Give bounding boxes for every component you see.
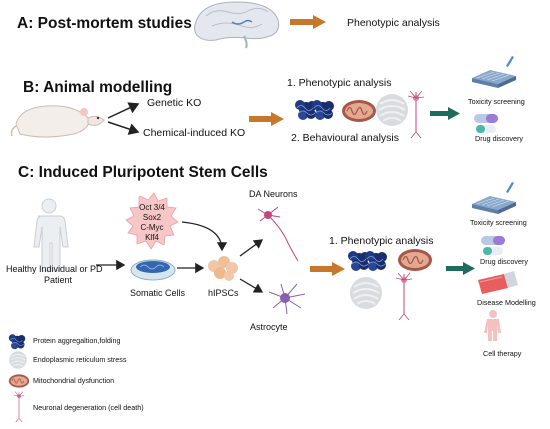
arrow-reprogramming bbox=[181, 221, 228, 252]
arrow-c-orange bbox=[310, 262, 345, 276]
arrow-genetic bbox=[107, 102, 140, 119]
source-line-1: Healthy Individual or PD bbox=[6, 264, 103, 274]
legend-protein-label: Protein aggregaltion,folding bbox=[33, 336, 121, 345]
section-c-phenotypic: 1. Phenotypic analysis bbox=[329, 235, 433, 247]
section-b-phenotypic: 1. Phenotypic analysis bbox=[287, 77, 391, 89]
da-neurons-label: DA Neurons bbox=[249, 189, 298, 199]
er-stress-icon bbox=[8, 350, 28, 370]
mitochondria-icon bbox=[8, 374, 30, 388]
section-a-title: A: Post-mortem studies bbox=[17, 15, 192, 32]
mitochondria-icon bbox=[341, 99, 377, 123]
legend: Protein aggregaltion,folding Endoplasmic… bbox=[8, 333, 144, 423]
factor-cmyc: C-Myc bbox=[140, 223, 163, 232]
arrow-chemical bbox=[107, 121, 140, 135]
section-c-title: C: Induced Pluripotent Stem Cells bbox=[18, 164, 268, 181]
section-b-behavioural: 2. Behavioural analysis bbox=[291, 132, 399, 144]
arrow-a-orange bbox=[290, 15, 326, 29]
section-b-toxicity: Toxicity screening bbox=[468, 97, 525, 106]
mitochondria-icon bbox=[397, 248, 433, 272]
section-a-outcome: Phenotypic analysis bbox=[347, 17, 440, 29]
section-b-title: B: Animal modelling bbox=[23, 79, 172, 96]
protein-aggregate-icon bbox=[364, 250, 388, 272]
body-icon bbox=[484, 310, 501, 341]
section-c-drug-discovery: Drug discovery bbox=[480, 257, 528, 266]
legend-mito-label: Mitochondrial dysfunction bbox=[33, 376, 114, 385]
legend-neuron-label: Neuronal degeneration (cell death) bbox=[33, 403, 144, 412]
factor-oct: Oct 3/4 bbox=[139, 203, 165, 212]
arrow-c-teal bbox=[446, 262, 475, 275]
astrocyte-label: Astrocyte bbox=[250, 322, 288, 332]
section-c-disease-modelling: Disease Modelling bbox=[477, 298, 536, 307]
hipsc-cluster-icon bbox=[208, 256, 238, 281]
brain-icon bbox=[194, 1, 280, 49]
arrow-b-teal bbox=[430, 107, 460, 120]
capsule-icon bbox=[481, 236, 505, 255]
section-c-toxicity: Toxicity screening bbox=[470, 218, 527, 227]
petri-dish-icon bbox=[130, 259, 176, 281]
protein-aggregate-icon bbox=[8, 333, 26, 350]
capsule-icon bbox=[474, 114, 498, 133]
branch-chemical-ko: Chemical-induced KO bbox=[143, 127, 245, 139]
arrow-to-da-neurons bbox=[239, 239, 264, 257]
source-line-2: Patient bbox=[44, 275, 73, 285]
flask-icon bbox=[478, 271, 518, 294]
factor-sox2: Sox2 bbox=[143, 213, 162, 222]
person-icon bbox=[33, 198, 69, 272]
legend-er-label: Endoplasmic reticulum stress bbox=[33, 355, 127, 364]
section-c-cell-therapy: Cell therapy bbox=[483, 349, 522, 358]
da-neuron-icon bbox=[257, 206, 299, 262]
astrocyte-icon bbox=[268, 283, 306, 315]
assay-plate-icon bbox=[471, 55, 517, 89]
neuron-icon bbox=[407, 90, 425, 139]
somatic-cells-label: Somatic Cells bbox=[130, 288, 186, 298]
section-b-drug-discovery: Drug discovery bbox=[475, 134, 523, 143]
neuron-icon bbox=[13, 391, 25, 423]
assay-plate-icon bbox=[471, 181, 517, 215]
er-stress-icon bbox=[349, 276, 383, 310]
factor-starburst bbox=[125, 192, 179, 250]
er-stress-icon bbox=[375, 93, 409, 127]
factor-klf4: Klf4 bbox=[145, 233, 159, 242]
arrow-to-astrocyte bbox=[239, 278, 264, 293]
arrow-b-orange bbox=[249, 112, 284, 126]
mouse-icon bbox=[10, 105, 105, 138]
branch-genetic-ko: Genetic KO bbox=[147, 97, 201, 109]
neuron-icon bbox=[395, 272, 413, 321]
protein-aggregate-icon bbox=[311, 99, 335, 121]
hipsc-label: hIPSCs bbox=[208, 288, 239, 298]
